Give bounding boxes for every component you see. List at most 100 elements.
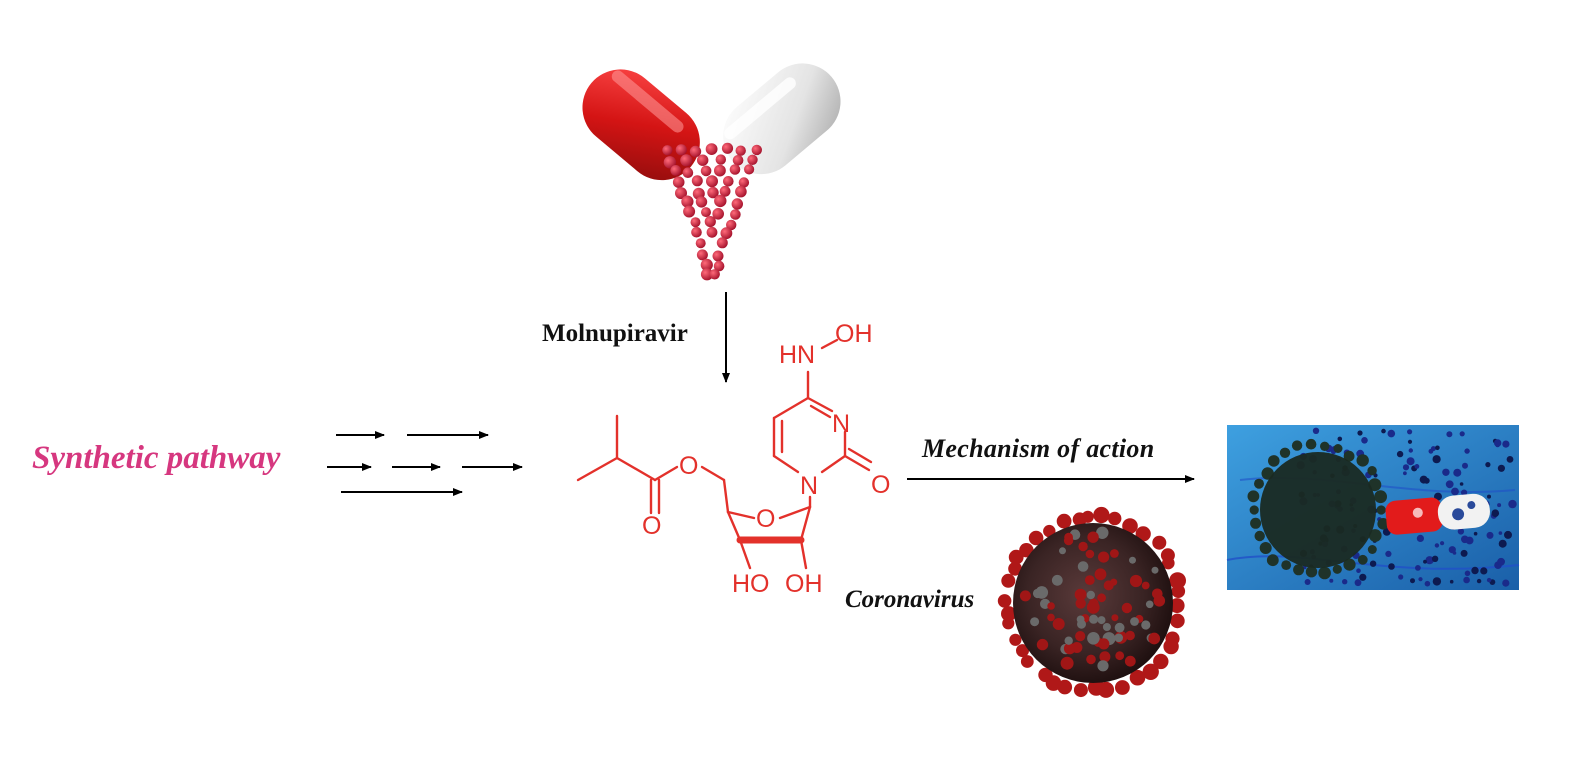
virus-surface-spike	[1114, 633, 1123, 643]
virus-spike	[1142, 663, 1159, 680]
panel-particle	[1425, 556, 1434, 565]
panel-particle	[1434, 543, 1440, 548]
panel-virus-spike	[1266, 554, 1279, 567]
virus-surface-spike	[1097, 616, 1106, 625]
capsule-bead	[691, 175, 703, 187]
molecule-atom-labels: HN OH N N O O O O HO OH	[642, 320, 890, 598]
capsule-beads	[662, 142, 762, 281]
virus-surface-spike	[1019, 590, 1031, 602]
atom-n-glyco: N	[800, 472, 818, 500]
panel-particle	[1502, 440, 1510, 448]
virus-surface-spike	[1129, 556, 1136, 564]
panel-capsule	[1385, 493, 1490, 535]
panel-particle	[1396, 450, 1404, 458]
panel-virus-spike	[1305, 438, 1317, 450]
panel-particle	[1406, 457, 1415, 466]
virus-spike	[1122, 518, 1138, 534]
virus-spike	[1162, 556, 1175, 570]
virus-surface-spike	[1077, 619, 1086, 629]
panel-particle	[1502, 579, 1510, 587]
virus-spike	[1028, 530, 1044, 546]
virus-surface-spike	[1060, 656, 1074, 670]
panel-particle	[1486, 577, 1492, 583]
virus-surface-spike	[1084, 575, 1095, 585]
panel-virus-spike	[1279, 447, 1291, 458]
panel-virus-spike	[1333, 444, 1343, 453]
panel-particle	[1506, 456, 1514, 463]
capsule-bead	[675, 187, 687, 200]
panel-particle	[1504, 530, 1512, 539]
virus-spike	[1081, 510, 1094, 523]
panel-particle	[1476, 578, 1482, 584]
virus-surface-spike	[1121, 602, 1133, 614]
panel-virus-spike	[1259, 542, 1272, 554]
virus-surface-spike	[1114, 622, 1125, 633]
panel-particle	[1432, 455, 1441, 464]
virus-surface-spike	[1052, 618, 1065, 630]
panel-particle	[1403, 471, 1407, 476]
capsule-bead	[705, 143, 718, 156]
panel-particle	[1440, 541, 1445, 546]
panel-particle	[1431, 555, 1439, 562]
capsule-bead	[675, 144, 687, 156]
panel-virus-spike	[1249, 505, 1259, 515]
mechanism-panel	[1226, 425, 1520, 590]
virus-surface-spike	[1110, 549, 1119, 558]
capsule-bead	[680, 154, 693, 167]
capsule-bead	[696, 249, 708, 261]
synthetic-pathway-label: Synthetic pathway	[32, 440, 281, 476]
atom-o-ring: O	[756, 505, 775, 533]
capsule-bead	[713, 260, 725, 272]
capsule-bead	[663, 156, 677, 169]
panel-virus-spike	[1332, 564, 1342, 574]
panel-particle	[1434, 492, 1442, 501]
capsule-bead	[719, 185, 731, 197]
panel-particle	[1419, 475, 1428, 484]
capsule-bead	[700, 165, 712, 177]
panel-particle	[1487, 494, 1491, 499]
capsule-bead	[695, 238, 706, 249]
panel-particle	[1457, 528, 1465, 535]
virus-surface-spike	[1030, 617, 1040, 627]
capsule-bead	[714, 194, 727, 208]
panel-particle	[1408, 448, 1414, 453]
capsule-bead	[731, 198, 743, 210]
capsule-bead	[723, 176, 734, 187]
virus-surface-spike	[1124, 655, 1136, 667]
virus-surface-spike	[1074, 588, 1087, 601]
virus-surface-spike	[1085, 549, 1095, 559]
capsule-illustration	[582, 63, 841, 281]
virus-spike	[1087, 679, 1105, 696]
capsule-bead	[672, 176, 685, 188]
capsule-bead	[697, 154, 709, 166]
capsule-bead	[690, 217, 701, 228]
panel-particle	[1442, 468, 1450, 476]
capsule-bead	[716, 237, 728, 249]
virus-spike	[1153, 653, 1169, 670]
virus-spike	[1163, 638, 1179, 655]
virus-surface-spike	[1064, 532, 1073, 542]
panel-particle	[1497, 503, 1502, 508]
virus-spike	[1115, 680, 1130, 695]
panel-particle	[1494, 439, 1502, 447]
capsule-bead	[700, 258, 713, 271]
capsule-bead	[670, 165, 682, 176]
virus-spike	[1056, 513, 1072, 529]
panel-virus-spike	[1376, 505, 1386, 515]
panel-particle	[1464, 570, 1471, 577]
panel-virus-spike	[1343, 450, 1355, 462]
panel-particle	[1485, 462, 1491, 468]
panel-virus-spike	[1320, 441, 1330, 451]
panel-particle	[1460, 549, 1468, 557]
virus-spike	[1152, 535, 1167, 550]
panel-particle	[1402, 464, 1410, 471]
virus-surface-spike	[1078, 541, 1088, 552]
virus-surface-spike	[1047, 613, 1055, 622]
panel-virus-spike	[1357, 554, 1368, 565]
virus-spike	[1008, 549, 1024, 565]
virus-surface-spike	[1075, 631, 1086, 642]
virus-surface-spike	[1064, 636, 1073, 645]
panel-particle	[1416, 534, 1424, 543]
panel-particle	[1498, 531, 1503, 535]
panel-particle	[1497, 557, 1505, 566]
